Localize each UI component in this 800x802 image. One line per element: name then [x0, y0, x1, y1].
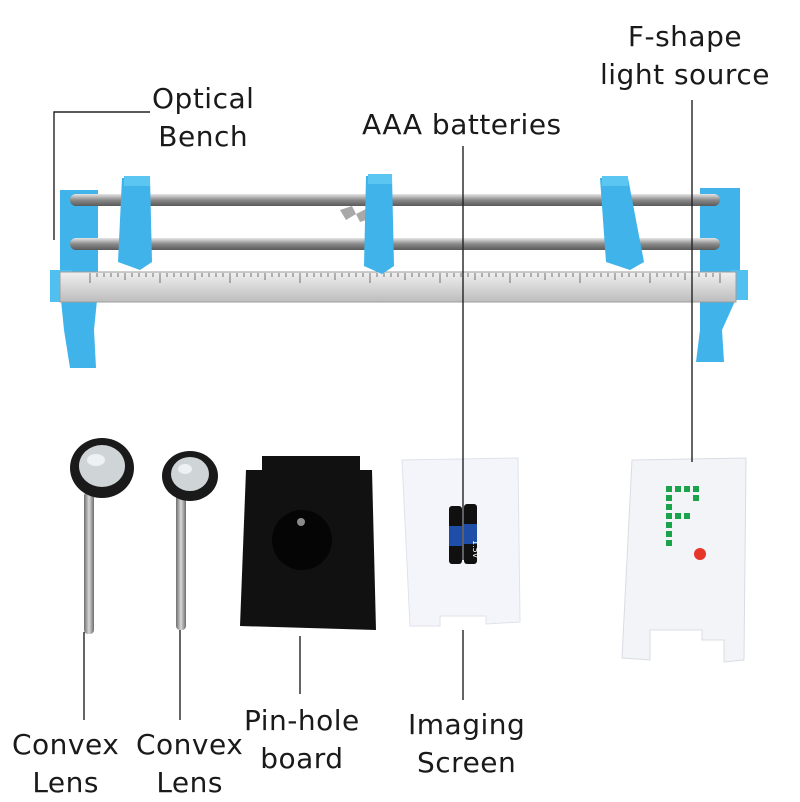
green-led [666, 504, 672, 510]
pinhole-disc [272, 510, 332, 570]
green-led [666, 531, 672, 537]
label-light-source-line2: light source [600, 58, 770, 91]
label-convex-lens-2: Convex Lens [136, 726, 243, 802]
bench-slider-2-top [368, 174, 392, 184]
f-shape-light-source: F [621, 457, 747, 663]
green-led [684, 513, 690, 519]
wing-nut [340, 206, 372, 222]
green-led [666, 495, 672, 501]
green-led [684, 486, 690, 492]
green-led [693, 495, 699, 501]
bench-slider-3-top [602, 176, 628, 186]
green-led [666, 513, 672, 519]
label-aaa-batteries-line1: AAA batteries [362, 108, 562, 141]
lens2-stem [176, 492, 186, 630]
green-led [666, 540, 672, 546]
red-led [694, 548, 706, 560]
light-source-body [621, 457, 747, 663]
label-light-source-line1: F-shape [627, 20, 743, 53]
aaa-batteries: 1.5V [449, 504, 480, 564]
convex-lens-2 [162, 451, 218, 630]
optical-bench [50, 174, 748, 368]
lens2-glare [178, 464, 192, 474]
lens1-stem [84, 492, 94, 634]
label-convex-lens-1: Convex Lens [12, 726, 119, 802]
label-aaa-batteries: AAA batteries [362, 106, 562, 144]
label-pinhole-board-line2: board [260, 742, 344, 775]
battery-2-band [464, 524, 477, 544]
label-pinhole-board-line1: Pin-hole [244, 704, 360, 737]
green-led [675, 486, 681, 492]
label-optical-bench-line2: Bench [158, 120, 249, 153]
bench-ruler [59, 271, 737, 303]
pinhole-board [240, 456, 376, 630]
label-imaging-screen: Imaging Screen [408, 706, 525, 782]
green-led [693, 486, 699, 492]
bench-rod-bottom [70, 238, 720, 250]
ruler-ticks [89, 273, 721, 283]
green-led [666, 522, 672, 528]
green-led [675, 513, 681, 519]
bench-slider-3 [600, 178, 644, 270]
battery-label: 1.5V [471, 540, 480, 559]
label-imaging-screen-line1: Imaging [408, 708, 526, 741]
label-optical-bench-line1: Optical [152, 82, 255, 115]
bench-slider-1 [118, 178, 152, 270]
leader-optical-bench [53, 111, 150, 240]
bench-rod-top [70, 194, 720, 206]
lens2-glass [171, 457, 209, 491]
label-imaging-screen-line2: Screen [417, 746, 517, 779]
label-pinhole-board: Pin-hole board [244, 702, 360, 778]
label-convex-lens-2-line2: Lens [156, 766, 223, 799]
battery-1-band [449, 526, 462, 546]
label-light-source: F-shape light source [600, 18, 770, 94]
convex-lens-1 [70, 438, 134, 634]
leader-lines [53, 100, 693, 720]
lens1-glass [79, 445, 125, 487]
bench-slider-1-top [124, 176, 150, 186]
label-optical-bench: Optical Bench [152, 80, 254, 156]
label-convex-lens-1-line1: Convex [12, 728, 120, 761]
f-shape-leds [666, 486, 699, 546]
label-convex-lens-2-line1: Convex [136, 728, 244, 761]
green-led [666, 486, 672, 492]
bench-slider-2 [364, 176, 394, 274]
label-convex-lens-1-line2: Lens [32, 766, 99, 799]
lens1-glare [87, 454, 105, 466]
pinhole-screw [297, 518, 305, 526]
